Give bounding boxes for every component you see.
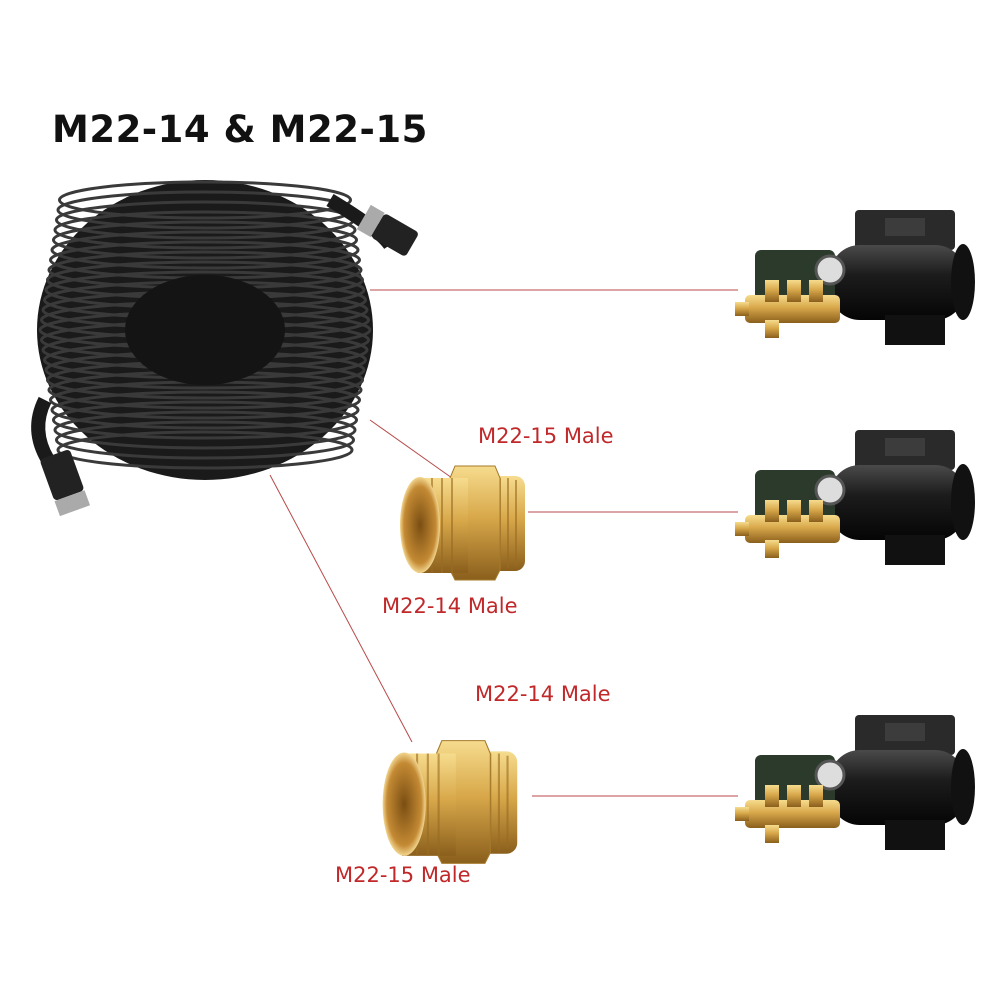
line-hose-to-adapter-2 — [269, 474, 413, 743]
hose-loop — [53, 410, 357, 450]
hose-loop — [52, 220, 358, 260]
pump-2-image — [735, 430, 975, 567]
pump-1-image — [735, 210, 975, 347]
connector-lines — [269, 289, 738, 797]
adapter-1-bottom-label: M22-14 Male — [382, 594, 518, 618]
hose-coil-image — [31, 180, 418, 517]
hose-loop — [55, 420, 355, 460]
product-title: M22-14 & M22-15 — [52, 108, 428, 151]
adapter-1-top-label: M22-15 Male — [478, 424, 614, 448]
hose-loop — [53, 210, 357, 250]
line-hose-to-adapter-1 — [369, 419, 453, 479]
adapter-2-bottom-label: M22-15 Male — [335, 863, 471, 887]
pump-3-image — [735, 715, 975, 852]
adapter-2-top-label: M22-14 Male — [475, 682, 611, 706]
hose-loop — [50, 230, 360, 270]
adapter-m22-14-to-m22-15-image — [381, 739, 519, 865]
hose-fitting-top — [356, 204, 418, 256]
hose-loop — [56, 430, 354, 470]
adapter-m22-15-to-m22-14-image — [400, 465, 526, 581]
hose-loop — [52, 400, 358, 440]
hose-fitting-bottom — [40, 449, 91, 517]
hose-loop — [50, 390, 360, 430]
hose-loop — [58, 180, 352, 220]
